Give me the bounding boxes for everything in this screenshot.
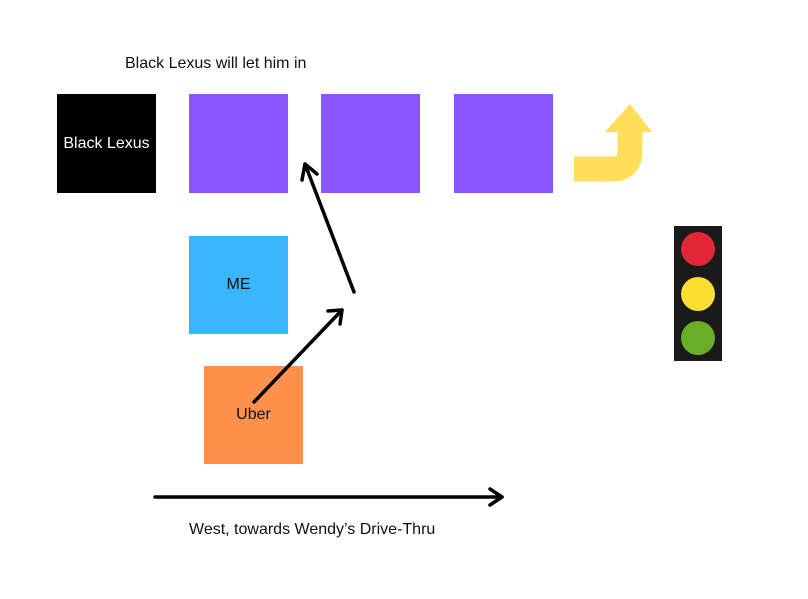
- turn-right-arrow-icon: [574, 104, 652, 182]
- caption-top: Black Lexus will let him in: [125, 55, 307, 72]
- car-lane-3: [454, 94, 553, 193]
- car-uber: Uber: [204, 366, 303, 464]
- traffic-light-icon: [674, 226, 722, 361]
- car-black-lexus: Black Lexus: [57, 94, 156, 193]
- traffic-light-red: [681, 232, 715, 266]
- caption-bottom: West, towards Wendy’s Drive-Thru: [189, 521, 436, 538]
- traffic-light-green: [681, 321, 715, 355]
- car-me: ME: [189, 236, 288, 334]
- car-lane-1: [189, 94, 288, 193]
- car-me-label: ME: [226, 276, 251, 293]
- arrow-into-gap: [300, 162, 356, 294]
- arrow-west-direction: [153, 487, 504, 507]
- car-uber-label: Uber: [236, 406, 271, 423]
- car-lane-2: [321, 94, 420, 193]
- traffic-light-yellow: [681, 277, 715, 311]
- car-black-lexus-label: Black Lexus: [63, 134, 150, 152]
- arrow-uber-merge: [252, 308, 344, 404]
